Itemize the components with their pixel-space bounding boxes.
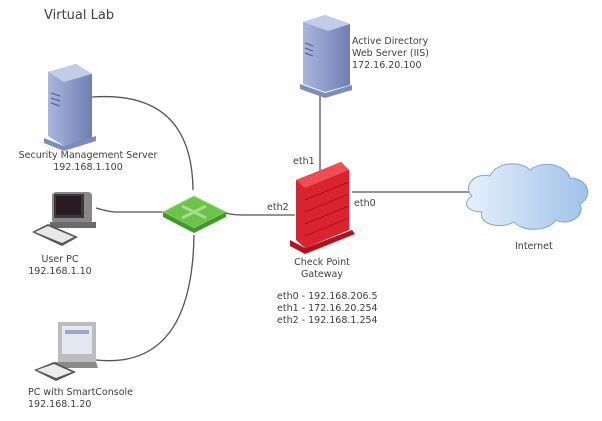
console-pc-label: PC with SmartConsole 192.168.1.20	[28, 387, 133, 411]
gateway-ip-eth1: eth1 - 172.16.20.254	[277, 303, 378, 314]
server-icon	[44, 64, 96, 151]
link-sms-switch	[91, 95, 194, 191]
ad-server-label: Active Directory Web Server (IIS) 172.16…	[352, 36, 429, 72]
ad-server-icon	[300, 15, 352, 98]
gateway-label: Check Point Gateway	[280, 257, 364, 281]
gateway-line1: Check Point	[294, 257, 350, 268]
sms-label: Security Management Server 192.168.1.100	[8, 150, 168, 174]
gateway-line2: Gateway	[301, 269, 343, 280]
gateway-ip-eth0: eth0 - 192.168.206.5	[277, 291, 378, 302]
link-userpc-switch	[95, 207, 165, 213]
diagram-title: Virtual Lab	[44, 8, 115, 23]
link-switch-consolepc	[95, 234, 195, 362]
user-pc-ip: 192.168.1.10	[28, 266, 92, 277]
user-pc-name: User PC	[41, 254, 79, 265]
console-pc-ip: 192.168.1.20	[28, 399, 92, 410]
console-pc-icon	[34, 322, 98, 381]
eth0-label: eth0	[354, 198, 376, 209]
internet-cloud-icon	[466, 163, 589, 230]
switch-icon	[161, 195, 228, 233]
gateway-ip-list: eth0 - 192.168.206.5 eth1 - 172.16.20.25…	[277, 291, 378, 327]
ad-server-line1: Active Directory	[352, 36, 429, 47]
gateway-ip-eth2: eth2 - 192.168.1.254	[277, 315, 378, 326]
eth1-label: eth1	[293, 156, 315, 167]
internet-label: Internet	[515, 241, 553, 252]
console-pc-name: PC with SmartConsole	[28, 387, 134, 398]
ad-server-line2: Web Server (IIS)	[352, 48, 429, 59]
link-switch-gateway	[225, 212, 295, 216]
eth2-label: eth2	[267, 202, 289, 213]
firewall-icon	[290, 162, 355, 254]
sms-ip: 192.168.1.100	[53, 162, 123, 173]
user-pc-icon	[32, 192, 96, 246]
user-pc-label: User PC 192.168.1.10	[20, 254, 100, 278]
sms-name: Security Management Server	[18, 150, 158, 161]
ad-server-ip: 172.16.20.100	[352, 60, 422, 71]
